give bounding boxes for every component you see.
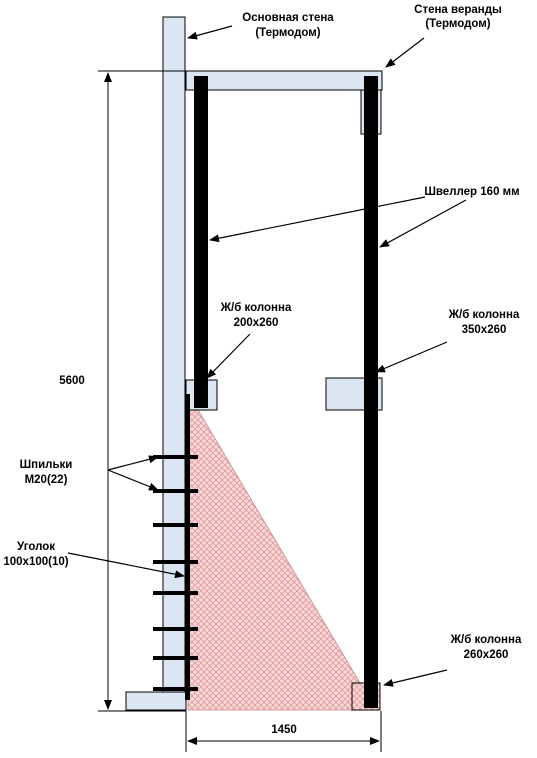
label-column1-line2: 200x260	[234, 317, 279, 329]
stud	[153, 656, 198, 660]
stud	[153, 523, 198, 527]
label-main-wall-line1: Основная стена	[242, 12, 334, 24]
leader-column-260	[383, 669, 448, 687]
width-dimension	[185, 711, 382, 752]
label-height-dimension: 5600	[59, 375, 85, 387]
leader-angle	[67, 552, 185, 579]
stud	[153, 591, 198, 595]
angle-steel	[185, 394, 190, 700]
veranda-wall-beam	[185, 70, 383, 91]
base-slab	[125, 691, 187, 711]
studs	[153, 455, 198, 691]
leader-column-200	[206, 333, 251, 379]
leader-stud-2	[107, 469, 159, 491]
label-column2-line1: Ж/б колонна	[448, 309, 520, 321]
label-column3-line1: Ж/б колонна	[450, 634, 522, 646]
label-angle-line2: 100x100(10)	[3, 556, 68, 568]
stud	[153, 455, 198, 459]
label-main-wall-line2: (Термодом)	[255, 27, 320, 39]
leader-column-350	[375, 341, 448, 373]
leader-lines	[67, 25, 467, 687]
foundation-hatch	[187, 391, 377, 711]
channel-left	[194, 76, 208, 408]
channel-right	[364, 76, 378, 708]
label-veranda-wall-line1: Стена веранды	[414, 4, 502, 16]
label-studs-line1: Шпильки	[20, 459, 73, 471]
leader-main-wall	[187, 25, 233, 40]
label-column3-line2: 260x260	[464, 649, 509, 661]
stud	[153, 560, 198, 564]
leader-veranda-wall	[385, 37, 425, 68]
label-veranda-wall-line2: (Термодом)	[425, 18, 490, 30]
stud	[153, 627, 198, 631]
label-column2-line2: 350x260	[462, 324, 507, 336]
label-column1-line1: Ж/б колонна	[220, 302, 292, 314]
label-studs-line2: М20(22)	[25, 474, 68, 486]
leader-channel-right	[379, 199, 467, 248]
height-dimension	[98, 70, 186, 712]
leader-stud-1	[107, 455, 159, 471]
stud	[153, 687, 198, 691]
stud	[153, 489, 198, 493]
label-channel: Швеллер 160 мм	[424, 186, 519, 198]
label-angle-line1: Уголок	[17, 541, 55, 553]
leader-channel-left	[209, 196, 426, 243]
label-width-dimension: 1450	[271, 724, 297, 736]
